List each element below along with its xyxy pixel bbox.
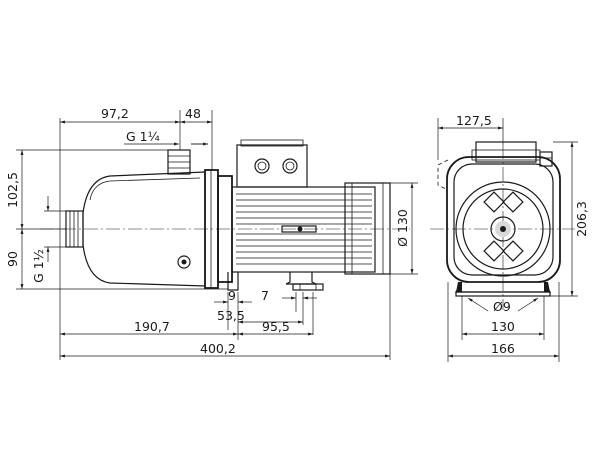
dim-dia-130: Ø 130 xyxy=(395,209,410,247)
motor-body xyxy=(231,186,376,273)
dim-97-2: 97,2 xyxy=(101,106,129,121)
flange-circle xyxy=(455,181,551,277)
dim-dia-9: Ø9 xyxy=(493,299,511,314)
dimension-lines xyxy=(16,110,578,362)
side-view xyxy=(40,139,410,291)
dim-206-3: 206,3 xyxy=(574,201,589,237)
dim-400-2: 400,2 xyxy=(200,341,236,356)
dim-190-7: 190,7 xyxy=(134,319,170,334)
dim-48: 48 xyxy=(185,106,201,121)
front-view xyxy=(430,141,575,310)
dim-53-5: 53,5 xyxy=(217,308,245,323)
motor-outline xyxy=(446,156,561,283)
pump-foot xyxy=(227,272,239,291)
dim-130: 130 xyxy=(491,319,515,334)
dim-90: 90 xyxy=(5,251,20,267)
dim-102-5: 102,5 xyxy=(5,172,20,208)
dim-166: 166 xyxy=(491,341,515,356)
dim-g-1-1-4: G 1¼ xyxy=(126,129,160,144)
drain-plug xyxy=(177,255,191,269)
dim-7: 7 xyxy=(261,288,269,303)
dimension-labels: 97,2 48 G 1¼ 102,5 90 G 1½ 9 7 53,5 190,… xyxy=(5,106,589,356)
terminal-box-front xyxy=(475,141,537,163)
dim-9: 9 xyxy=(228,288,236,303)
cooling-fins xyxy=(236,193,372,265)
dim-127-5: 127,5 xyxy=(456,113,492,128)
dim-95-5: 95,5 xyxy=(262,319,290,334)
dim-g-1-1-2: G 1½ xyxy=(31,249,46,283)
